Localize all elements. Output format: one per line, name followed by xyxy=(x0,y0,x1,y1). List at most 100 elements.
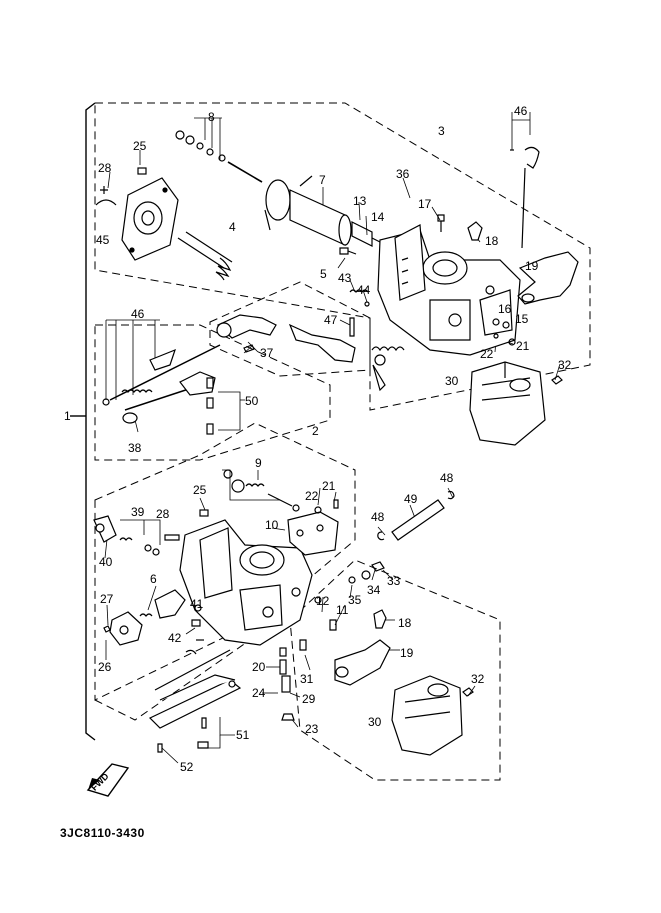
screw-32-upper xyxy=(551,375,563,385)
diaphragm-6 xyxy=(139,589,186,619)
clip-46-rod xyxy=(521,167,526,249)
linkage-group-parts xyxy=(216,314,356,363)
callout-19b: 19 xyxy=(400,646,414,660)
float-chamber-30-lower xyxy=(391,675,463,756)
jet-18-lower xyxy=(373,609,387,629)
lower-group-parts xyxy=(93,469,474,756)
upper-carburetor-group-outline xyxy=(94,102,591,411)
diaphragm-cover-45 xyxy=(121,177,179,261)
fwd-arrow-icon: FWD xyxy=(86,763,130,797)
callout-22a: 22 xyxy=(480,347,494,361)
callout-25b: 25 xyxy=(193,483,207,497)
callout-12: 12 xyxy=(316,594,330,608)
callout-50: 50 xyxy=(245,394,259,408)
needle-assembly-8 xyxy=(175,130,263,183)
assembly-bracket-1 xyxy=(70,102,96,741)
callout-17: 17 xyxy=(418,197,432,211)
parts-41-42 xyxy=(185,604,204,655)
callout-49: 49 xyxy=(404,492,418,506)
lever-arm-46 xyxy=(149,348,176,371)
callout-18b: 18 xyxy=(398,616,412,630)
lever-47 xyxy=(288,323,356,363)
spring-39 xyxy=(119,537,160,556)
callout-1: 1 xyxy=(64,409,71,423)
callout-41: 41 xyxy=(190,597,204,611)
callout-14: 14 xyxy=(371,210,385,224)
callout-21b: 21 xyxy=(322,479,336,493)
callout-48a: 48 xyxy=(440,471,454,485)
dashed-group-boundaries xyxy=(94,102,591,781)
lower-carburetor-body xyxy=(179,519,313,646)
bracket-rod-lower xyxy=(154,649,231,691)
callout-30a: 30 xyxy=(445,374,459,388)
callout-9: 9 xyxy=(255,456,262,470)
jet-18 xyxy=(467,221,483,241)
screw-32-lower xyxy=(462,687,474,697)
callout-26: 26 xyxy=(98,660,112,674)
callout-36: 36 xyxy=(396,167,410,181)
cover-26 xyxy=(109,611,143,646)
float-chamber-30-upper xyxy=(469,361,546,446)
clip-48-left xyxy=(377,531,385,541)
callout-43: 43 xyxy=(338,271,352,285)
callout-15: 15 xyxy=(515,312,529,326)
washer-38 xyxy=(122,412,138,424)
screw-25-lower xyxy=(199,509,209,517)
callout-23: 23 xyxy=(305,722,319,736)
callout-2: 2 xyxy=(312,424,319,438)
callout-39: 39 xyxy=(131,505,145,519)
callout-30b: 30 xyxy=(368,715,382,729)
callout-47: 47 xyxy=(324,313,338,327)
callout-42: 42 xyxy=(168,631,182,645)
callout-numbers: 1 2 3 4 5 6 7 8 9 10 11 12 13 14 15 16 1… xyxy=(64,104,572,774)
callout-25a: 25 xyxy=(133,139,147,153)
bracket-19-lower xyxy=(334,639,391,686)
upper-carburetor-body xyxy=(377,224,521,356)
hose-49 xyxy=(391,499,445,541)
callout-21a: 21 xyxy=(516,339,530,353)
callout-20: 20 xyxy=(252,660,266,674)
callout-22b: 22 xyxy=(305,489,319,503)
callout-10: 10 xyxy=(265,518,279,532)
callout-45: 45 xyxy=(96,233,110,247)
piston-valve-7 xyxy=(264,175,352,246)
screws-11-12 xyxy=(314,596,337,631)
callout-8: 8 xyxy=(208,110,215,124)
callout-32a: 32 xyxy=(558,358,572,372)
clip-48-right xyxy=(447,490,455,500)
lever-group-parts xyxy=(102,344,221,435)
callout-34: 34 xyxy=(367,583,381,597)
needle-jet-13-14 xyxy=(351,221,381,247)
callout-11: 11 xyxy=(336,603,349,617)
fittings-33-34-35 xyxy=(348,561,385,584)
spring-46 xyxy=(121,389,153,393)
spring-43-44 xyxy=(349,289,370,307)
fitting-40 xyxy=(93,515,117,543)
screws-21-22-lower xyxy=(314,499,339,514)
diagram-reference-code: 3JC8110-3430 xyxy=(60,826,145,840)
callout-35: 35 xyxy=(348,593,362,607)
screws-28-25 xyxy=(95,167,147,206)
spring-4 xyxy=(177,231,233,281)
jets-20-24-29-23 xyxy=(279,647,295,721)
callout-48b: 48 xyxy=(371,510,385,524)
callout-31: 31 xyxy=(300,672,314,686)
callout-32b: 32 xyxy=(471,672,485,686)
callout-13: 13 xyxy=(353,194,367,208)
callout-40: 40 xyxy=(99,555,113,569)
callout-29: 29 xyxy=(302,692,316,706)
callout-46a: 46 xyxy=(514,104,528,118)
small-screws-upper xyxy=(339,214,516,346)
needle-assembly-9 xyxy=(223,469,300,512)
callout-27: 27 xyxy=(100,592,114,606)
linkage-group-outline xyxy=(209,281,371,377)
screw-31 xyxy=(299,639,307,651)
screw-37 xyxy=(243,344,255,353)
callout-37: 37 xyxy=(260,346,274,360)
callout-16: 16 xyxy=(498,302,512,316)
screw-47 xyxy=(349,317,355,337)
upper-group-parts xyxy=(95,130,579,446)
callout-24: 24 xyxy=(252,686,266,700)
choke-lever xyxy=(179,371,216,396)
